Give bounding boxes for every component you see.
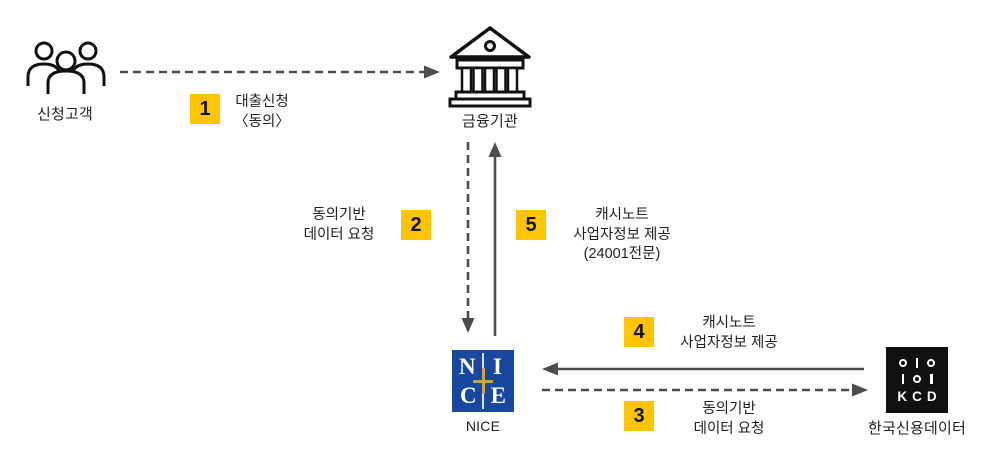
kcd-logo: KCD [886, 347, 948, 413]
kcd-pattern-row [886, 357, 948, 369]
kcd-dot-glyph [927, 359, 936, 367]
nice-label: NICE [465, 418, 501, 434]
arrow-step1-dashed [120, 65, 440, 79]
nice-logo: N I C E [452, 350, 514, 412]
nice-cross-icon [473, 379, 493, 383]
bank-label: 금융기관 [461, 113, 518, 130]
kcd-bar-glyph [901, 374, 904, 384]
step-text-4: 캐시노트 사업자정보 제공 [680, 315, 778, 351]
applicant-label: 신청고객 [36, 106, 93, 123]
step-badge-1: 1 [190, 94, 220, 124]
nice-letter-n: N [459, 354, 476, 379]
step-badge-2: 2 [401, 210, 431, 240]
kcd-logo-text: KCD [897, 389, 942, 404]
step-text-1: 대출신청 〈동의〉 [234, 94, 290, 130]
step-text-3: 동의기반 데이터 요청 [693, 401, 765, 437]
kcd-bar-glyph [930, 374, 933, 384]
kcd-dot-glyph [913, 375, 921, 383]
kcd-label: 한국신용데이터 [867, 420, 966, 437]
arrow-step3-dashed [542, 383, 868, 397]
step-badge-4: 4 [624, 317, 654, 347]
nice-letter-e: E [490, 383, 506, 408]
step-badge-5: 5 [516, 210, 546, 240]
kcd-bar-glyph [915, 358, 919, 368]
step-text-2: 동의기반 데이터 요청 [303, 207, 375, 243]
arrow-step4-solid [542, 362, 864, 376]
nice-letter-c: C [460, 383, 477, 408]
bank-icon [448, 26, 532, 108]
step-text-5: 캐시노트 사업자정보 제공 (24001전문) [573, 207, 671, 263]
kcd-pattern-row [886, 373, 948, 385]
kcd-dot-glyph [898, 359, 907, 367]
arrow-step5-solid [488, 142, 502, 336]
nice-letter-i: I [493, 354, 502, 379]
people-group-icon [26, 41, 106, 94]
arrow-step2-dashed [461, 142, 475, 333]
step-badge-3: 3 [624, 401, 654, 431]
